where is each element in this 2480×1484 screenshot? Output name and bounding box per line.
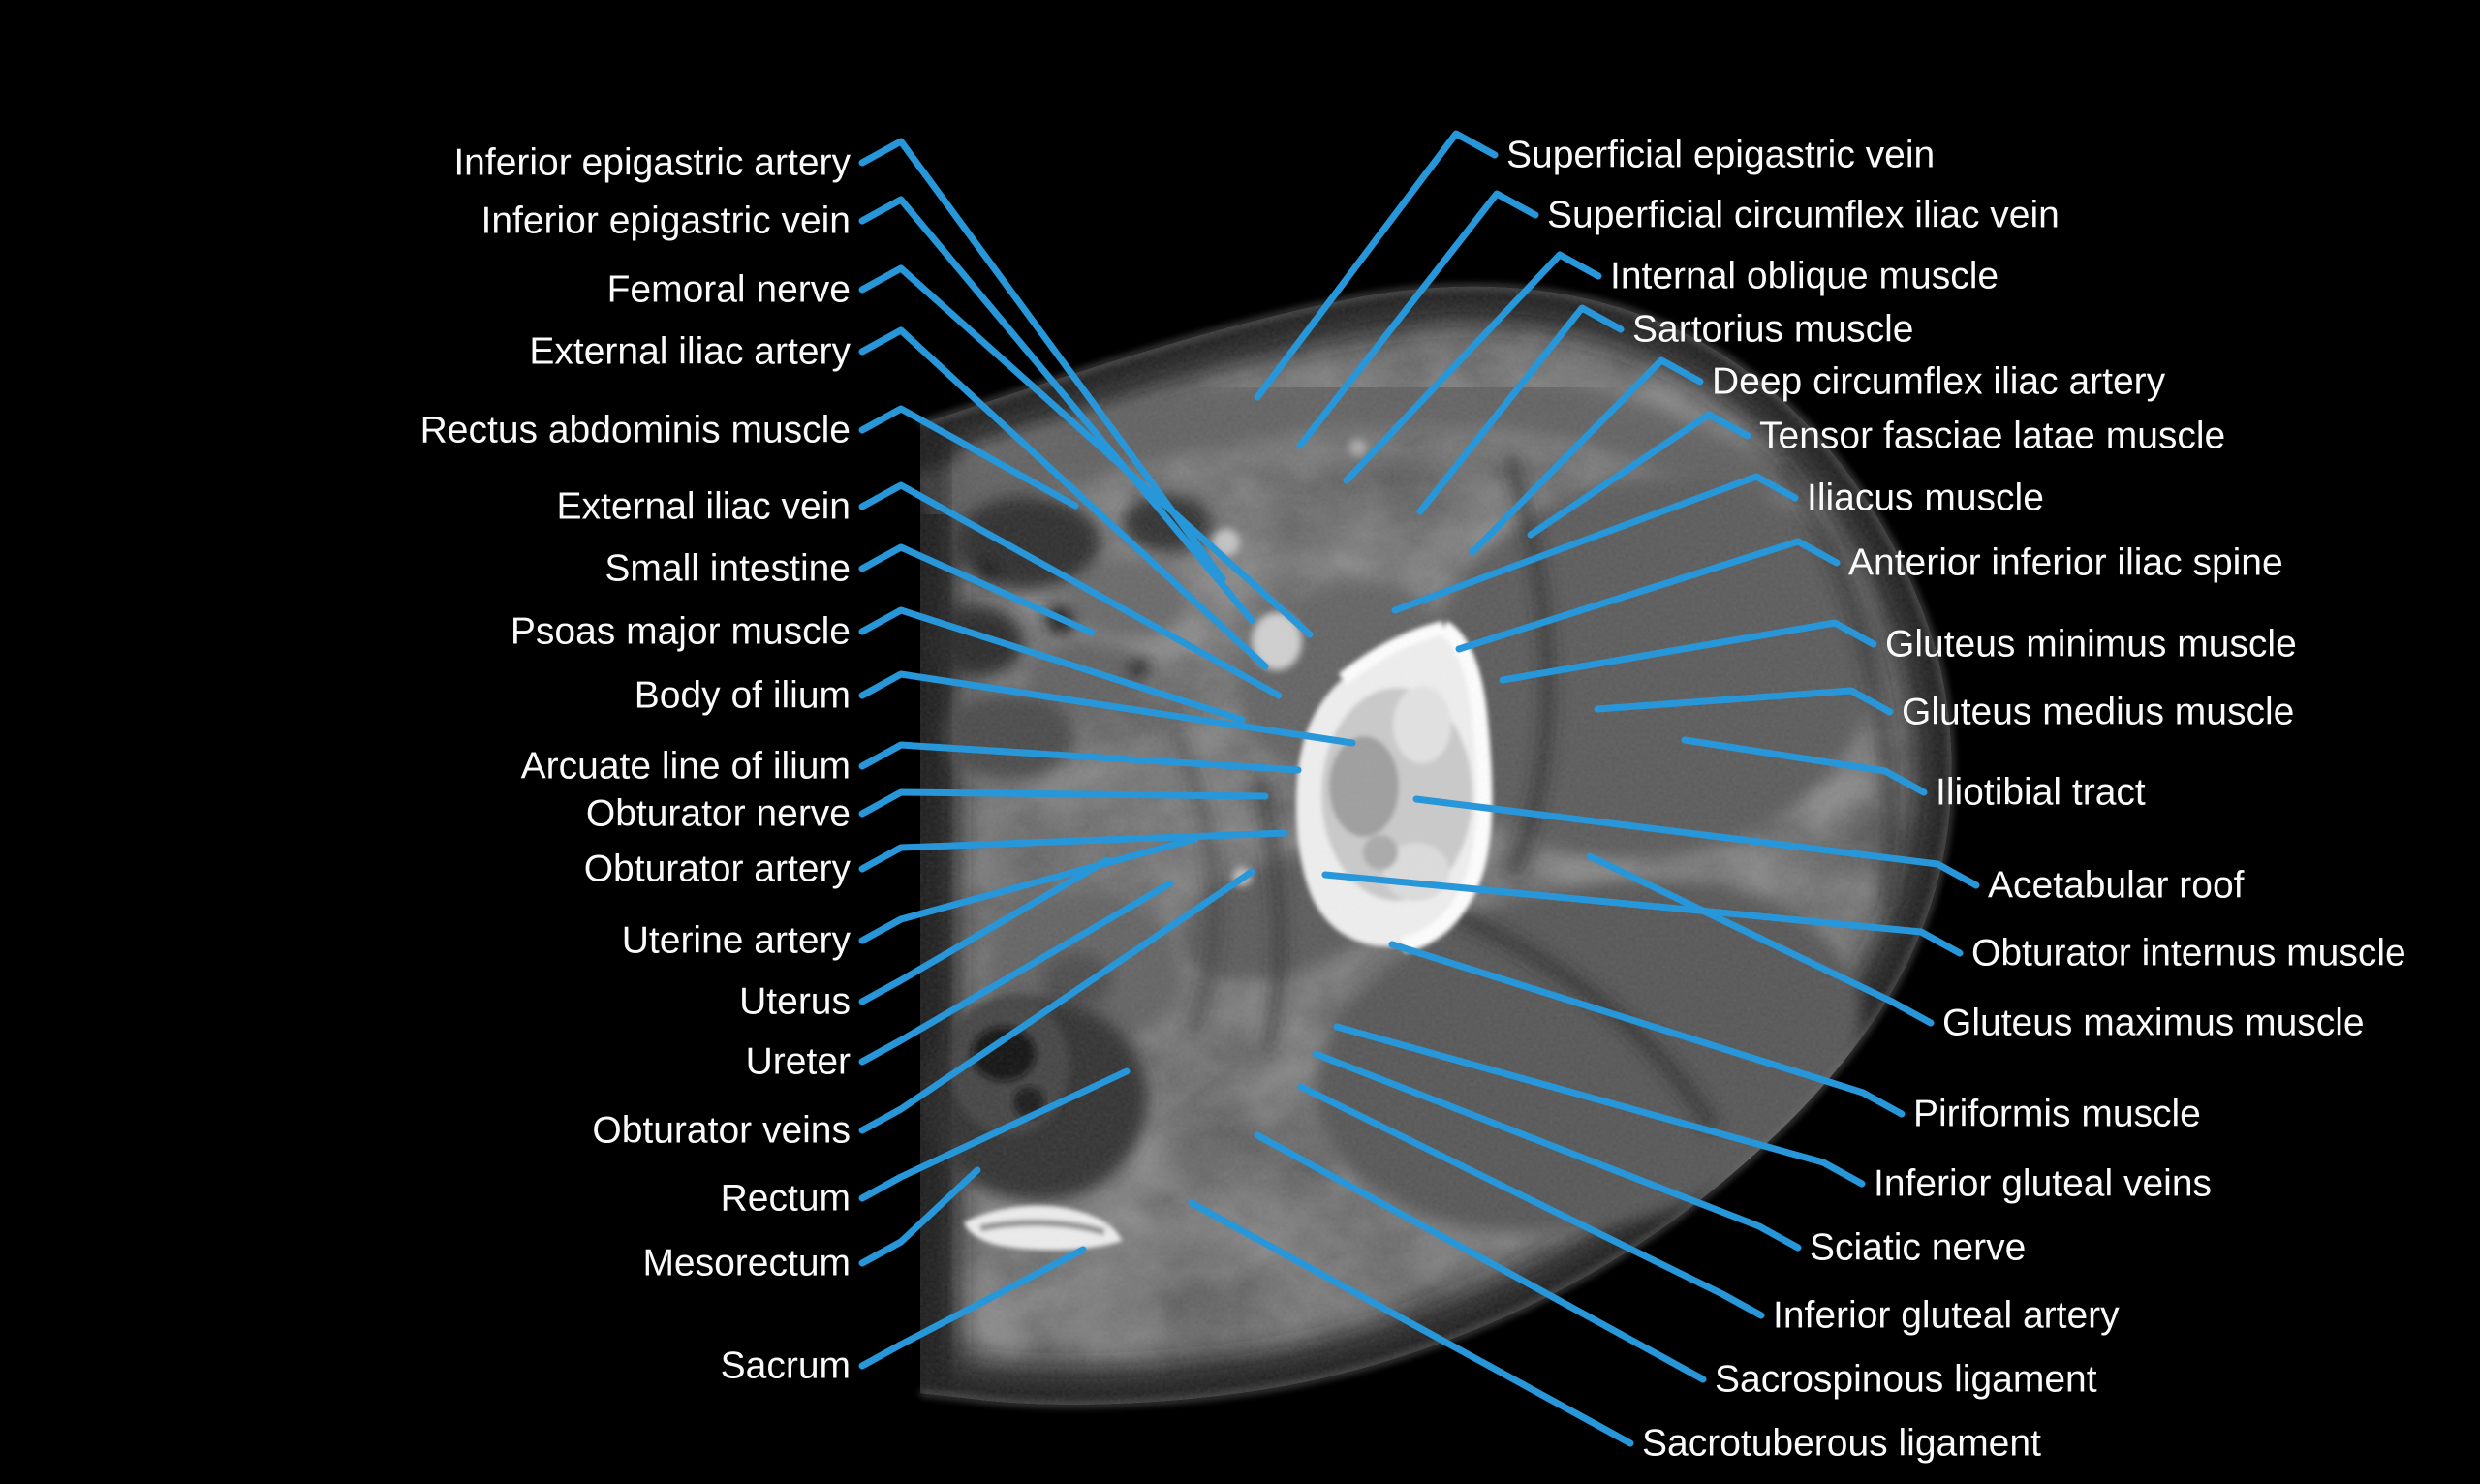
leader-line-sacrum: [858, 1246, 1087, 1370]
label-inferior-gluteal-veins: Inferior gluteal veins: [1874, 1163, 2212, 1205]
leader-line-external-iliac-vein: [858, 481, 1283, 699]
leader-line-mesorectum: [858, 1166, 981, 1267]
label-sartorius-muscle: Sartorius muscle: [1632, 309, 1913, 351]
leader-line-inferior-gluteal-artery: [1297, 1083, 1765, 1319]
leader-line-psoas-major-muscle: [858, 606, 1246, 724]
leader-line-external-iliac-artery: [858, 326, 1269, 670]
label-piriformis-muscle: Piriformis muscle: [1913, 1094, 2201, 1135]
leader-line-anterior-inferior-iliac-spine: [1455, 538, 1841, 653]
label-superficial-epigastric-vein: Superficial epigastric vein: [1506, 135, 1935, 176]
label-tensor-fasciae-latae-muscle: Tensor fasciae latae muscle: [1759, 416, 2225, 457]
label-psoas-major-muscle: Psoas major muscle: [511, 611, 851, 653]
label-sacrum: Sacrum: [721, 1345, 851, 1387]
label-uterine-artery: Uterine artery: [622, 920, 852, 962]
leader-line-tensor-fasciae-latae-muscle: [1527, 411, 1752, 539]
leader-line-obturator-internus-muscle: [1321, 871, 1964, 957]
leader-line-femoral-nerve: [858, 264, 1314, 638]
leader-line-superficial-circumflex-iliac-vein: [1296, 190, 1539, 449]
leader-line-iliotibial-tract: [1681, 736, 1928, 796]
label-internal-oblique-muscle: Internal oblique muscle: [1610, 256, 1999, 297]
leader-line-sacrospinous-ligament: [1254, 1131, 1707, 1383]
skin-outline: [919, 284, 1954, 1407]
label-uterus: Uterus: [739, 981, 851, 1023]
label-sciatic-nerve: Sciatic nerve: [1810, 1227, 2026, 1269]
leader-line-internal-oblique-muscle: [1343, 251, 1602, 484]
label-inferior-epigastric-vein: Inferior epigastric vein: [480, 201, 851, 242]
label-obturator-internus-muscle: Obturator internus muscle: [1971, 933, 2406, 974]
leader-line-obturator-nerve: [858, 788, 1269, 818]
leader-line-body-of-ilium: [858, 670, 1356, 747]
label-obturator-artery: Obturator artery: [584, 849, 852, 890]
leader-line-acetabular-roof: [1412, 795, 1980, 889]
leader-line-obturator-artery: [858, 829, 1288, 873]
leader-line-arcuate-line-of-ilium: [858, 741, 1302, 774]
label-small-intestine: Small intestine: [604, 548, 851, 590]
label-femoral-nerve: Femoral nerve: [607, 269, 851, 311]
leader-line-uterus: [858, 856, 1111, 1005]
label-rectum: Rectum: [721, 1178, 851, 1220]
label-external-iliac-vein: External iliac vein: [557, 486, 851, 528]
label-iliotibial-tract: Iliotibial tract: [1936, 772, 2146, 814]
label-mesorectum: Mesorectum: [642, 1243, 851, 1284]
label-superficial-circumflex-iliac-vein: Superficial circumflex iliac vein: [1547, 195, 2060, 236]
leader-line-sciatic-nerve: [1312, 1050, 1802, 1252]
label-sacrotuberous-ligament: Sacrotuberous ligament: [1642, 1423, 2041, 1465]
leader-line-obturator-veins: [858, 868, 1256, 1134]
leader-line-rectum: [858, 1067, 1131, 1202]
label-gluteus-minimus-muscle: Gluteus minimus muscle: [1885, 624, 2297, 665]
label-deep-circumflex-iliac-artery: Deep circumflex iliac artery: [1712, 361, 2166, 403]
leader-line-inferior-gluteal-veins: [1333, 1023, 1866, 1188]
label-external-iliac-artery: External iliac artery: [529, 331, 851, 373]
leader-line-deep-circumflex-iliac-artery: [1469, 356, 1704, 556]
leader-line-gluteus-medius-muscle: [1594, 687, 1894, 716]
label-obturator-veins: Obturator veins: [592, 1110, 851, 1152]
label-ureter: Ureter: [746, 1041, 851, 1083]
leader-line-gluteus-maximus-muscle: [1586, 852, 1935, 1027]
label-body-of-ilium: Body of ilium: [635, 675, 851, 717]
leader-line-superficial-epigastric-vein: [1254, 130, 1499, 401]
leader-line-iliacus-muscle: [1391, 473, 1799, 614]
label-iliacus-muscle: Iliacus muscle: [1807, 478, 2044, 519]
leader-line-ureter: [858, 880, 1174, 1066]
label-arcuate-line-of-ilium: Arcuate line of ilium: [521, 746, 851, 788]
leader-line-sartorius-muscle: [1416, 304, 1625, 515]
leader-line-sacrotuberous-ligament: [1188, 1199, 1634, 1447]
label-sacrospinous-ligament: Sacrospinous ligament: [1715, 1359, 2097, 1401]
leader-line-rectus-abdominis-muscle: [858, 405, 1079, 510]
label-obturator-nerve: Obturator nerve: [586, 793, 851, 835]
leader-line-piriformis-muscle: [1388, 941, 1906, 1118]
leader-lines-layer: [858, 130, 1980, 1447]
label-gluteus-maximus-muscle: Gluteus maximus muscle: [1942, 1003, 2365, 1044]
label-inferior-epigastric-artery: Inferior epigastric artery: [453, 142, 851, 184]
label-anterior-inferior-iliac-spine: Anterior inferior iliac spine: [1848, 542, 2283, 584]
label-rectus-abdominis-muscle: Rectus abdominis muscle: [420, 410, 851, 451]
leader-line-inferior-epigastric-artery: [858, 138, 1226, 583]
label-acetabular-roof: Acetabular roof: [1988, 865, 2245, 907]
leader-line-small-intestine: [858, 543, 1096, 636]
label-inferior-gluteal-artery: Inferior gluteal artery: [1773, 1295, 2120, 1337]
label-gluteus-medius-muscle: Gluteus medius muscle: [1902, 692, 2294, 733]
leader-line-gluteus-minimus-muscle: [1499, 619, 1877, 684]
